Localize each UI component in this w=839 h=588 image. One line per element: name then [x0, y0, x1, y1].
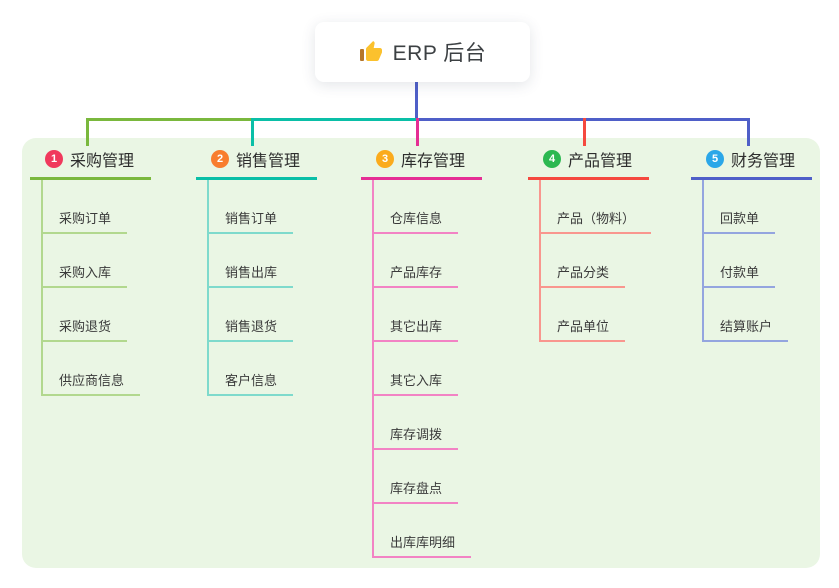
- child-node[interactable]: 回款单: [704, 180, 788, 234]
- child-node-label: 客户信息: [209, 370, 294, 396]
- child-node-label: 销售出库: [209, 262, 294, 288]
- child-node-label: 产品（物料）: [541, 208, 652, 234]
- child-node[interactable]: 产品（物料）: [541, 180, 652, 234]
- child-node-label: 库存盘点: [374, 478, 459, 504]
- child-node[interactable]: 产品单位: [541, 288, 651, 342]
- child-node[interactable]: 库存调拨: [374, 396, 471, 450]
- child-node-label: 销售订单: [209, 208, 294, 234]
- branch-title-label: 库存管理: [401, 153, 466, 170]
- root-node[interactable]: ERP 后台: [315, 22, 530, 82]
- child-node-label: 采购入库: [43, 262, 128, 288]
- connector-bar-sales-segment: [253, 118, 417, 121]
- child-node-label: 出库库明细: [374, 532, 472, 558]
- child-node[interactable]: 采购入库: [43, 234, 140, 288]
- branch-sales-children: 销售订单 销售出库 销售退货 客户信息: [207, 180, 294, 396]
- root-connector-line: [415, 82, 418, 119]
- branch-inventory: 3 库存管理 仓库信息 产品库存 其它出库 其它入库 库存调拨 库存盘点 出库库…: [361, 147, 482, 558]
- child-node[interactable]: 采购订单: [43, 180, 140, 234]
- branch-inventory-title[interactable]: 3 库存管理: [361, 147, 482, 180]
- root-node-label: ERP 后台: [392, 42, 487, 65]
- child-node[interactable]: 销售退货: [209, 288, 294, 342]
- child-node-label: 销售退货: [209, 316, 294, 342]
- branches-background-panel: [22, 138, 820, 568]
- branch-title-label: 财务管理: [731, 153, 796, 170]
- child-node-label: 采购退货: [43, 316, 128, 342]
- child-node[interactable]: 供应商信息: [43, 342, 141, 396]
- child-node[interactable]: 客户信息: [209, 342, 294, 396]
- branch-number-badge: 5: [706, 150, 724, 168]
- child-node[interactable]: 销售订单: [209, 180, 294, 234]
- drop-line-product: [583, 118, 586, 146]
- branch-purchase-children: 采购订单 采购入库 采购退货 供应商信息: [41, 180, 141, 396]
- branch-finance-children: 回款单 付款单 结算账户: [702, 180, 789, 342]
- branch-purchase: 1 采购管理 采购订单 采购入库 采购退货 供应商信息: [30, 147, 151, 396]
- child-node[interactable]: 产品库存: [374, 234, 471, 288]
- branch-product: 4 产品管理 产品（物料） 产品分类 产品单位: [528, 147, 652, 342]
- drop-line-purchase: [86, 118, 89, 146]
- child-node-label: 产品单位: [541, 316, 626, 342]
- branch-number-badge: 4: [543, 150, 561, 168]
- branch-title-label: 产品管理: [568, 153, 633, 170]
- child-node[interactable]: 产品分类: [541, 234, 651, 288]
- branch-finance-title[interactable]: 5 财务管理: [691, 147, 812, 180]
- branch-sales-title[interactable]: 2 销售管理: [196, 147, 317, 180]
- thumbs-up-icon: [359, 40, 383, 64]
- drop-line-sales: [251, 118, 254, 146]
- branch-sales: 2 销售管理 销售订单 销售出库 销售退货 客户信息: [196, 147, 317, 396]
- connector-bar-purchase-segment: [86, 118, 253, 121]
- child-node[interactable]: 付款单: [704, 234, 788, 288]
- child-node[interactable]: 其它入库: [374, 342, 471, 396]
- branch-number-badge: 2: [211, 150, 229, 168]
- branch-number-badge: 1: [45, 150, 63, 168]
- child-node-label: 产品库存: [374, 262, 459, 288]
- drop-line-finance: [747, 118, 750, 146]
- child-node-label: 库存调拨: [374, 424, 459, 450]
- branch-finance: 5 财务管理 回款单 付款单 结算账户: [691, 147, 812, 342]
- branch-title-label: 销售管理: [236, 153, 301, 170]
- child-node-label: 其它入库: [374, 370, 459, 396]
- branch-inventory-children: 仓库信息 产品库存 其它出库 其它入库 库存调拨 库存盘点 出库库明细: [372, 180, 472, 558]
- child-node-label: 采购订单: [43, 208, 128, 234]
- branch-purchase-title[interactable]: 1 采购管理: [30, 147, 151, 180]
- branch-title-label: 采购管理: [70, 153, 135, 170]
- branch-product-title[interactable]: 4 产品管理: [528, 147, 649, 180]
- drop-line-inventory: [416, 118, 419, 146]
- child-node-label: 产品分类: [541, 262, 626, 288]
- child-node[interactable]: 销售出库: [209, 234, 294, 288]
- child-node-label: 付款单: [704, 262, 776, 288]
- child-node[interactable]: 其它出库: [374, 288, 471, 342]
- child-node[interactable]: 仓库信息: [374, 180, 471, 234]
- child-node[interactable]: 结算账户: [704, 288, 789, 342]
- child-node-label: 其它出库: [374, 316, 459, 342]
- child-node-label: 结算账户: [704, 316, 789, 342]
- child-node[interactable]: 库存盘点: [374, 450, 471, 504]
- branch-number-badge: 3: [376, 150, 394, 168]
- child-node-label: 仓库信息: [374, 208, 459, 234]
- branch-product-children: 产品（物料） 产品分类 产品单位: [539, 180, 652, 342]
- child-node[interactable]: 采购退货: [43, 288, 140, 342]
- child-node[interactable]: 出库库明细: [374, 504, 472, 558]
- child-node-label: 回款单: [704, 208, 776, 234]
- child-node-label: 供应商信息: [43, 370, 141, 396]
